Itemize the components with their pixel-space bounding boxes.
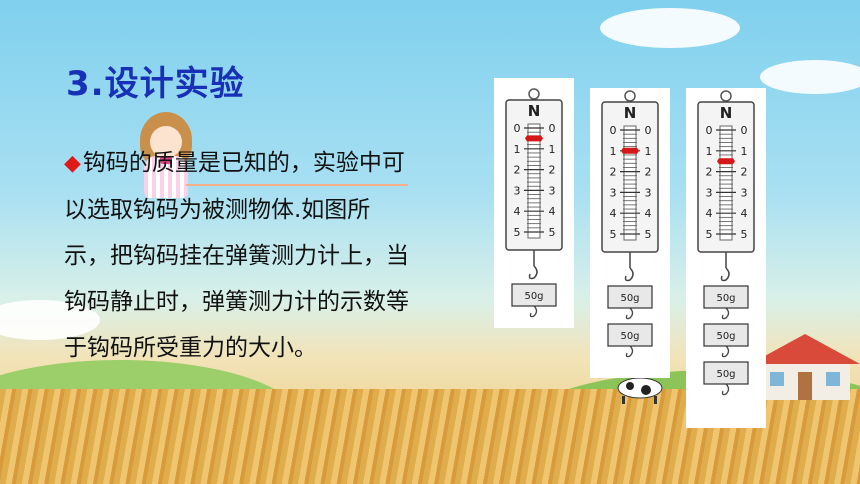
hook <box>528 265 538 280</box>
tick-label-left: 0 <box>706 124 713 137</box>
weight-label: 50g <box>524 291 543 302</box>
pointer-indicator <box>717 158 735 165</box>
pointer-indicator <box>621 147 639 154</box>
weight-hook <box>721 345 730 358</box>
text-underline <box>186 184 408 186</box>
tick-label-left: 2 <box>514 164 521 177</box>
body-paragraph: ◆钩码的质量是已知的，实验中可以选取钩码为被测物体.如图所示，把钩码挂在弹簧测力… <box>64 140 414 371</box>
cloud <box>0 300 100 340</box>
top-ring <box>720 90 732 102</box>
tick-label-right: 0 <box>741 124 748 137</box>
weight-hook <box>529 305 538 318</box>
tick-label-left: 5 <box>514 226 521 239</box>
tick-label-right: 1 <box>549 143 556 156</box>
tick-label-right: 2 <box>549 164 556 177</box>
tick-label-left: 3 <box>706 186 713 199</box>
weight-label: 50g <box>716 369 735 380</box>
tick-label-right: 5 <box>549 226 556 239</box>
tick-label-left: 1 <box>610 145 617 158</box>
pointer-indicator <box>525 135 543 142</box>
tick-label-right: 4 <box>549 205 556 218</box>
cloud <box>760 60 860 94</box>
tick-label-right: 2 <box>741 166 748 179</box>
red-diamond-icon: ◆ <box>64 151 81 176</box>
weight-hook <box>721 307 730 320</box>
tick-label-left: 0 <box>610 124 617 137</box>
weight-hook <box>625 345 634 358</box>
hook <box>624 267 634 282</box>
cow-icon <box>617 377 663 404</box>
body-text: 钩码的质量是已知的，实验中可以选取钩码为被测物体.如图所示，把钩码挂在弹簧测力计… <box>64 150 409 361</box>
tick-label-left: 3 <box>514 184 521 197</box>
tick-label-left: 2 <box>610 166 617 179</box>
tick-label-left: 1 <box>514 143 521 156</box>
tick-label-right: 5 <box>741 228 748 241</box>
tick-label-right: 3 <box>741 186 748 199</box>
tick-label-left: 5 <box>706 228 713 241</box>
weight-hook <box>625 307 634 320</box>
tick-label-right: 1 <box>645 145 652 158</box>
weight-label: 50g <box>620 293 639 304</box>
spring-scale-2: N0 0 1 1 2 2 3 3 4 4 5 5 50g 50g <box>601 90 659 358</box>
weight-label: 50g <box>620 331 639 342</box>
tick-label-left: 4 <box>610 207 617 220</box>
tick-label-left: 3 <box>610 186 617 199</box>
tick-label-left: 2 <box>706 166 713 179</box>
hook <box>720 267 730 282</box>
weight-hook <box>721 383 730 396</box>
tick-label-left: 5 <box>610 228 617 241</box>
weight-label: 50g <box>716 293 735 304</box>
slide-title: 3.设计实验 <box>66 64 245 104</box>
tick-label-left: 1 <box>706 145 713 158</box>
tick-label-right: 0 <box>549 122 556 135</box>
unit-label: N <box>528 102 541 120</box>
unit-label: N <box>720 104 733 122</box>
tick-label-right: 1 <box>741 145 748 158</box>
scale-tube <box>719 125 733 241</box>
tick-label-right: 0 <box>645 124 652 137</box>
tick-label-left: 4 <box>706 207 713 220</box>
scale-tube <box>527 123 541 239</box>
tick-label-right: 3 <box>549 184 556 197</box>
spring-scale-1: N0 0 1 1 2 2 3 3 4 4 5 5 50g <box>505 88 563 318</box>
top-ring <box>528 88 540 100</box>
unit-label: N <box>624 104 637 122</box>
tick-label-right: 2 <box>645 166 652 179</box>
tick-label-right: 5 <box>645 228 652 241</box>
cloud <box>600 8 740 48</box>
girl-illustration <box>136 112 196 200</box>
tick-label-right: 3 <box>645 186 652 199</box>
tick-label-left: 0 <box>514 122 521 135</box>
top-ring <box>624 90 636 102</box>
scale-tube <box>623 125 637 241</box>
spring-scale-3: N0 0 1 1 2 2 3 3 4 4 5 5 50g 50g 50g <box>697 90 755 396</box>
tick-label-right: 4 <box>645 207 652 220</box>
tick-label-right: 4 <box>741 207 748 220</box>
farm-house-icon <box>750 334 860 400</box>
weight-label: 50g <box>716 331 735 342</box>
tick-label-left: 4 <box>514 205 521 218</box>
